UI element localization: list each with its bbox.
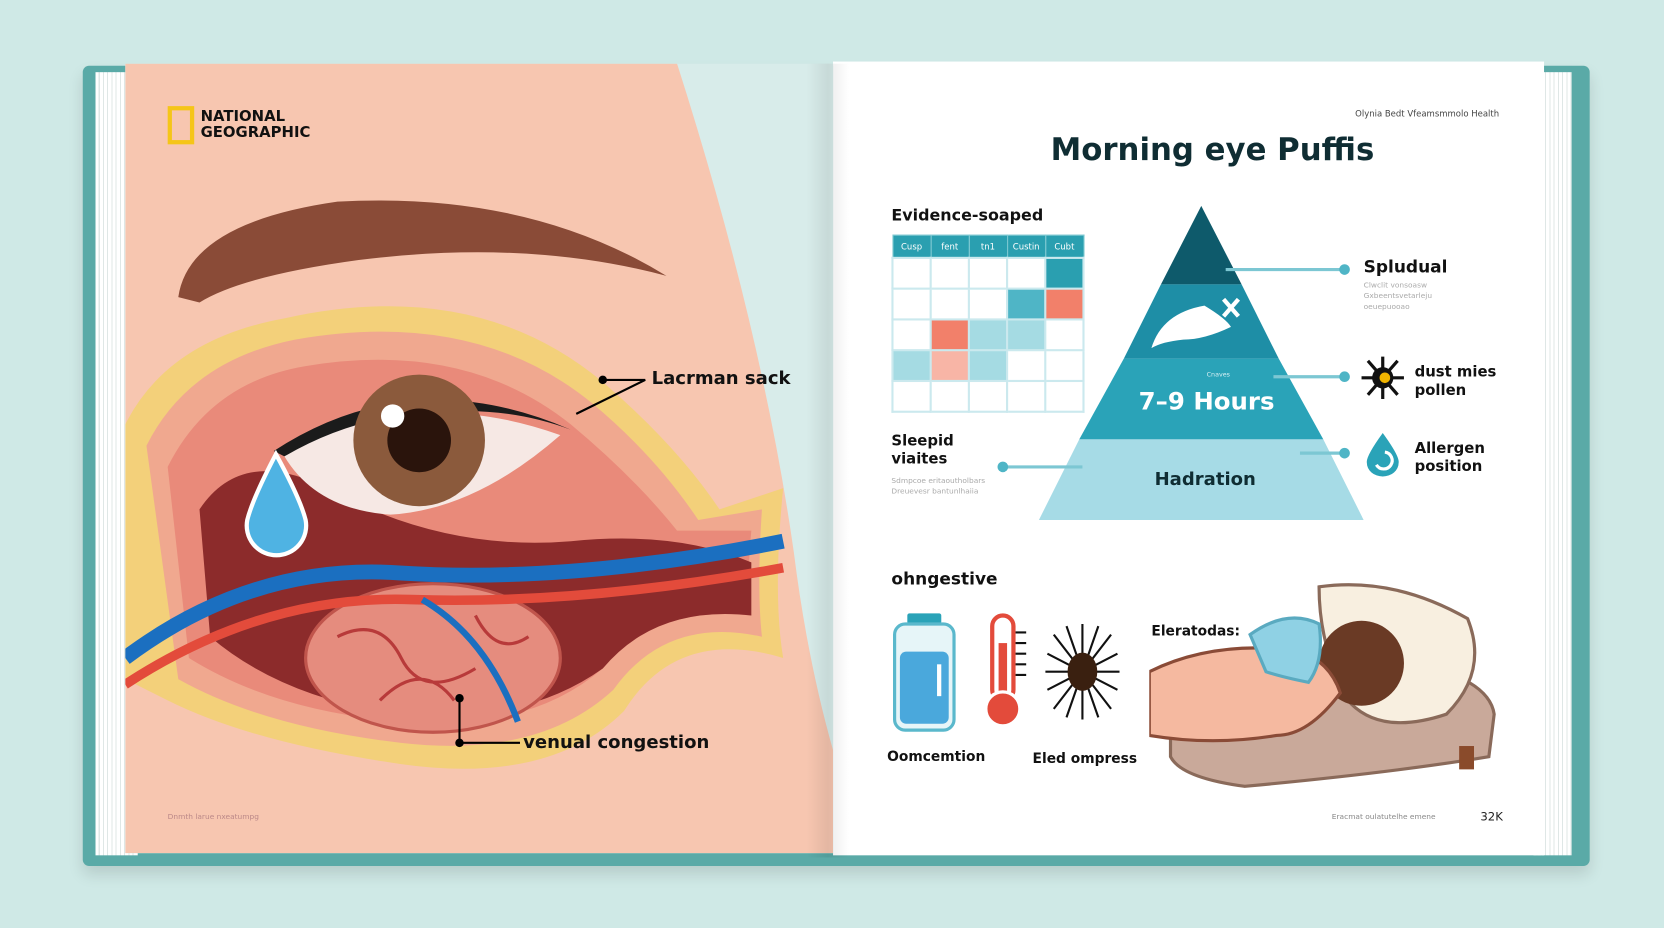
vein [125, 533, 785, 664]
column-header: fent [930, 234, 970, 259]
sleeping-person-illustration [1149, 583, 1496, 788]
callout-left-text: Dreuevesr bantunlhaiia [891, 487, 979, 496]
item-label: Oomcemtion [887, 749, 986, 766]
right-page: Olynia Bedt Vfeamsmmolo Health Morning e… [833, 61, 1545, 856]
pyramid-tier-4 [1038, 439, 1364, 520]
table-row [891, 256, 1085, 290]
label-lacrimal-sac: Lacrman sack [651, 368, 791, 390]
spine-shadow [806, 63, 849, 858]
tier-hours-caption: Cnaves [1206, 371, 1230, 379]
page-title: Morning eye Puffis [1050, 131, 1375, 168]
pyramid-tier-1 [1160, 205, 1242, 285]
eyebrow [178, 200, 667, 303]
logo-line1: NATIONAL [200, 108, 286, 126]
page-number: 32K [1480, 809, 1503, 824]
callout-middle-line2: pollen [1414, 382, 1467, 400]
tier-hydration-label: Hadration [1154, 469, 1256, 491]
water-bottle-icon [892, 613, 956, 732]
artery [125, 563, 785, 689]
tier-hours-label: 7–9 Hours [1138, 388, 1275, 416]
close-x-icon [1221, 297, 1241, 318]
column-header: tn1 [968, 234, 1008, 259]
dust-mite-icon [1361, 356, 1404, 400]
callout-left-text: Sdmpcoe eritaoutholbars [891, 476, 986, 485]
logo: NATIONAL GEOGRAPHIC [167, 106, 311, 145]
table-title: Evidence-soaped [891, 205, 1044, 225]
logo-line2: GEOGRAPHIC [200, 124, 311, 142]
callout-top-title: Spludual [1363, 256, 1448, 277]
left-footer: Dnmth larue nxeatumpg [167, 812, 259, 822]
droplet-icon [1366, 432, 1399, 477]
column-header: Cubt [1044, 234, 1085, 259]
logo-yellow-frame [167, 106, 195, 145]
table-row [891, 287, 1085, 321]
callout-connectors [997, 264, 1350, 473]
table-row [891, 379, 1085, 413]
callout-bottom-line1: Allergen [1414, 440, 1485, 458]
left-page: NATIONAL GEOGRAPHIC Lacrman sack venual … [125, 63, 834, 854]
dust-mite-icon [1045, 623, 1120, 720]
section-title: ohngestive [891, 568, 998, 589]
callout-top-text: Clwclit vonsoasw [1363, 281, 1428, 290]
label-venous-congestion: venual congestion [523, 732, 710, 754]
pillow-icon [1151, 305, 1231, 349]
elevation-label: Eleratodas: [1151, 623, 1241, 640]
eye-anatomy-illustration [125, 63, 834, 854]
callout-left-line1: Sleepid [891, 432, 954, 450]
running-header: Olynia Bedt Vfeamsmmolo Health [1355, 109, 1500, 119]
callout-top-text: oeuepuooao [1363, 302, 1410, 311]
callout-top-text: Gxbeentsvetarleju [1363, 291, 1433, 301]
table-row [891, 318, 1085, 352]
column-header: Cusp [891, 234, 932, 259]
thermometer-icon [984, 613, 1027, 728]
pyramid-diagram [1038, 205, 1364, 520]
callout-bottom-line2: position [1414, 458, 1483, 476]
tear-drop-icon [244, 449, 309, 558]
pyramid-tier-3 [1079, 358, 1324, 440]
table-row [891, 349, 1085, 383]
callout-middle-line1: dust mies [1414, 363, 1497, 381]
item-label: Eled ompress [1032, 751, 1138, 768]
cold-compress-mask [1248, 616, 1322, 685]
evidence-table: Cusp fent tn1 Custin Cubt [891, 234, 1085, 413]
right-footer: Eracmat oulatutelhe emene [1331, 812, 1436, 822]
callout-left-line2: viaites [891, 451, 948, 468]
